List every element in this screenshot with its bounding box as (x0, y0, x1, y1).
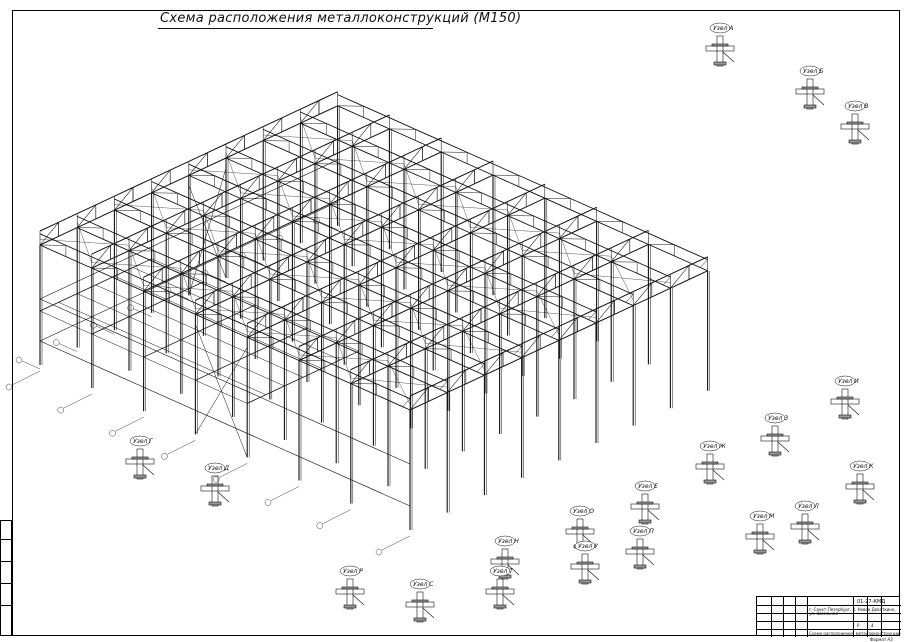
detail-U-label: Узел У (578, 543, 598, 550)
detail-R: Узел Р (335, 565, 365, 610)
grid-axes (5, 217, 411, 556)
detail-L-label: Узел Л (798, 503, 819, 510)
detail-K-label: Узел К (853, 463, 874, 470)
detail-E-label: Узел Е (638, 483, 658, 490)
sheet-format: Формат А3 (870, 637, 893, 642)
detail-D: Узел Д (200, 462, 230, 507)
detail-A-label: Узел А (713, 25, 733, 32)
detail-Zh-label: Узел Ж (703, 443, 726, 450)
detail-Zh: Узел Ж (695, 440, 726, 485)
detail-U: Узел У (570, 540, 600, 585)
detail-P-label: Узел П (633, 528, 654, 535)
detail-N-label: Узел Н (498, 538, 519, 545)
title-block-sheet-title: Схема расположения металлоконструкций (809, 631, 901, 636)
detail-G-label: Узел Г (133, 438, 153, 445)
detail-A: Узел А (705, 22, 735, 67)
title-block-address-2: ул. Школьная (809, 611, 838, 616)
detail-S-label: Узел С (413, 581, 434, 588)
detail-I: Узел И (830, 375, 860, 420)
title-block-address-1: г. Санкт-Петербург, п. Новое Девяткино, (809, 607, 896, 612)
drawing-title: Схема расположения металлоконструкций (М… (160, 11, 522, 26)
detail-Z: Узел З (760, 412, 790, 457)
detail-O-label: Узел О (573, 508, 594, 515)
detail-D-label: Узел Д (208, 465, 229, 472)
title-block-stage: Р (857, 623, 860, 628)
side-stamp-strip (0, 520, 12, 636)
detail-Z-label: Узел З (768, 415, 788, 422)
detail-T-label: Узел Т (493, 568, 514, 575)
detail-I-label: Узел И (838, 378, 859, 385)
detail-R-label: Узел Р (343, 568, 363, 575)
detail-B: Узел Б (795, 65, 825, 110)
detail-V: Узел В (840, 100, 870, 145)
detail-E: Узел Е (630, 480, 660, 525)
title-block-code: 01-27-КМД (857, 599, 886, 605)
detail-T: Узел Т (485, 565, 515, 610)
title-block: 01-27-КМД г. Санкт-Петербург, п. Новое Д… (756, 596, 901, 637)
detail-M-label: Узел М (753, 513, 775, 520)
detail-K: Узел К (845, 460, 875, 505)
detail-M: Узел М (745, 510, 775, 555)
detail-L: Узел Л (790, 500, 820, 545)
detail-B-label: Узел Б (803, 68, 823, 75)
detail-S: Узел С (405, 578, 435, 623)
drawing-frame (12, 10, 900, 636)
detail-G: Узел Г (125, 435, 155, 480)
detail-callouts: Узел А Узел Б Узел В Узел Г Узел Д Узел Е Узел… (125, 22, 875, 623)
detail-N: Узел Н (490, 535, 520, 580)
detail-V-label: Узел В (848, 103, 868, 110)
detail-P: Узел П (625, 525, 655, 570)
title-underline (158, 28, 433, 29)
title-block-sheet: 4 (871, 623, 874, 628)
